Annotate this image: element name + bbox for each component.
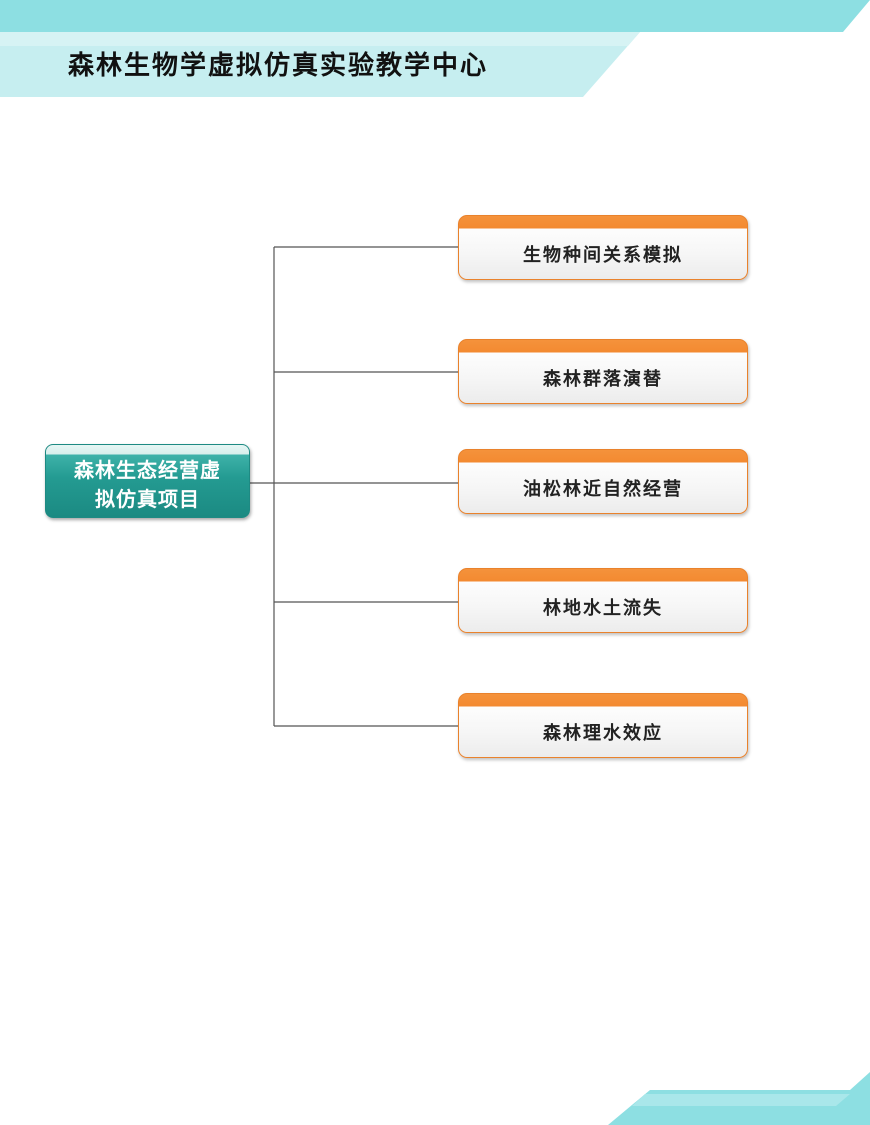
page-title: 森林生物学虚拟仿真实验教学中心 xyxy=(68,51,489,81)
child-node: 林地水土流失 xyxy=(458,568,748,633)
child-node-label: 森林理水效应 xyxy=(543,722,663,744)
child-node: 油松林近自然经营 xyxy=(458,449,748,514)
child-node: 森林群落演替 xyxy=(458,339,748,404)
child-node: 生物种间关系模拟 xyxy=(458,215,748,280)
child-node-label: 生物种间关系模拟 xyxy=(523,244,683,266)
header-band-main-highlight xyxy=(0,32,640,46)
header-band-main xyxy=(0,32,640,97)
root-node-label: 森林生态经营虚拟仿真项目 xyxy=(74,458,221,511)
header-band-top xyxy=(0,0,870,32)
header-banner xyxy=(0,0,870,97)
child-node: 森林理水效应 xyxy=(458,693,748,758)
child-node-label: 森林群落演替 xyxy=(543,368,663,390)
root-node: 森林生态经营虚拟仿真项目 xyxy=(45,444,250,518)
footer-banner xyxy=(608,1072,870,1125)
child-node-label: 林地水土流失 xyxy=(543,597,663,619)
child-node-label: 油松林近自然经营 xyxy=(523,478,683,500)
footer-band-highlight xyxy=(632,1094,850,1106)
